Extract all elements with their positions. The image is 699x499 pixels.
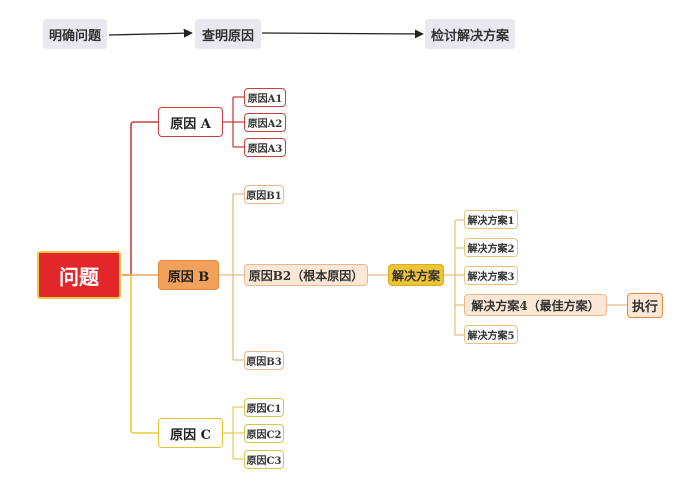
cause-a3-node: 原因A3 xyxy=(244,138,286,157)
flow-step-define-problem: 明确问题 xyxy=(43,19,107,49)
solution-3-node: 解决方案3 xyxy=(464,266,518,285)
connector-c-leaves xyxy=(223,406,244,460)
flow-step-review-solutions: 检讨解决方案 xyxy=(425,19,515,49)
cause-c-node: 原因 C xyxy=(158,418,223,448)
execute-node: 执行 xyxy=(627,293,663,318)
cause-b1-node: 原因B1 xyxy=(244,185,284,204)
cause-a1-node: 原因A1 xyxy=(244,88,286,107)
cause-a2-node: 原因A2 xyxy=(244,113,286,132)
cause-b3-node: 原因B3 xyxy=(244,351,284,370)
root-cause-b2-node: 原因B2（根本原因） xyxy=(244,264,368,286)
connector-root-c xyxy=(122,274,158,434)
flow-arrow-2 xyxy=(261,29,424,39)
connector-root-a xyxy=(122,121,158,276)
solution-1-node: 解决方案1 xyxy=(464,210,518,229)
flow-step-find-cause: 查明原因 xyxy=(195,19,261,49)
cause-a-node: 原因 A xyxy=(158,107,223,137)
connector-a-leaves xyxy=(223,96,244,148)
cause-c3-node: 原因C3 xyxy=(244,450,284,469)
connector-b-leaves xyxy=(219,193,244,361)
solution-2-node: 解决方案2 xyxy=(464,238,518,257)
solution-4-best-node: 解决方案4（最佳方案） xyxy=(464,294,607,316)
flow-arrow-1 xyxy=(108,28,193,38)
cause-c1-node: 原因C1 xyxy=(244,398,284,417)
cause-c2-node: 原因C2 xyxy=(244,424,284,443)
solution-node: 解决方案 xyxy=(388,264,444,286)
connector-solution-items xyxy=(444,219,464,336)
solution-5-node: 解决方案5 xyxy=(464,325,518,344)
problem-node: 问题 xyxy=(37,251,121,299)
cause-b-node: 原因 B xyxy=(158,260,219,290)
